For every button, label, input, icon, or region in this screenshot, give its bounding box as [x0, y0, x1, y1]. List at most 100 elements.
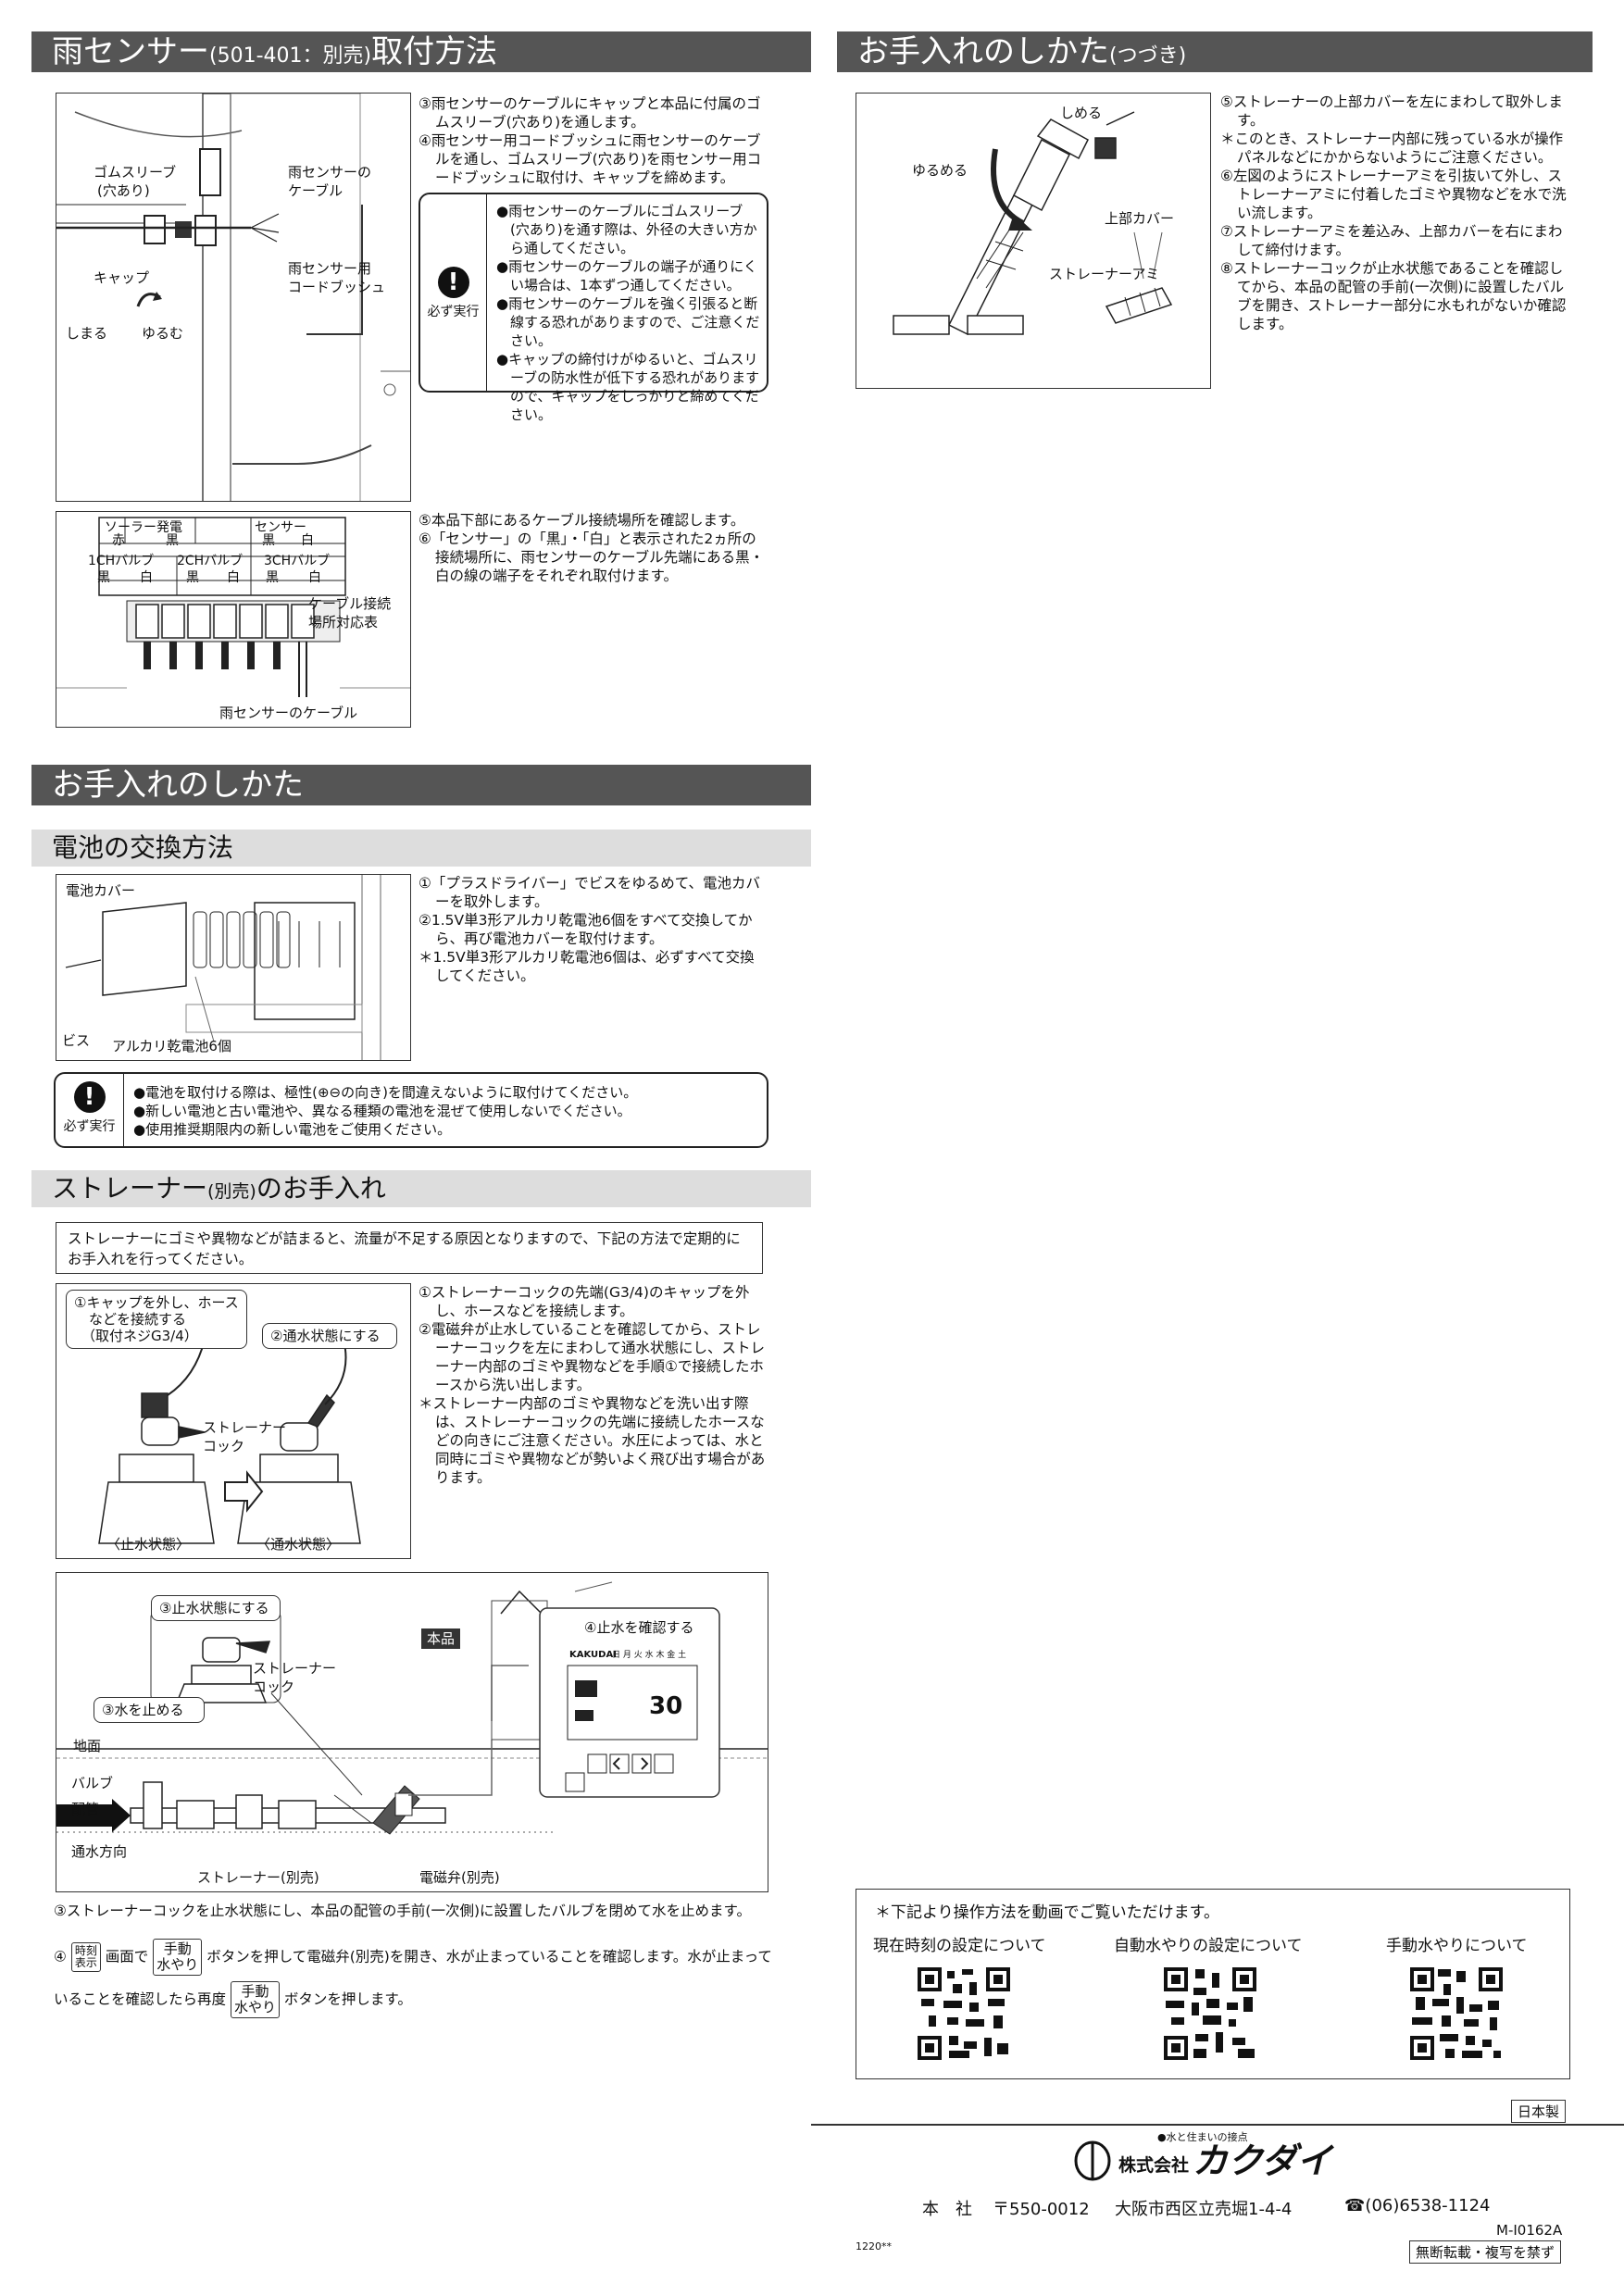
rain-steps-b: ⑤本品下部にあるケーブル接続場所を確認します。 ⑥「センサー」の「黒」・「白」と… [418, 511, 768, 585]
company-logo: 株式会社 カクダイ [1072, 2140, 1350, 2181]
time-display-button-icon: 時刻表示 [70, 1942, 101, 1972]
exclamation-icon: ! [73, 1081, 106, 1113]
step-2: ②1.5V単3形アルカリ乾電池6個をすべて交換してから、再び電池カバーを取付けま… [418, 912, 753, 947]
warning-item: ●雨センサーのケーブルを強く引張ると断線する恐れがありますので、ご注意ください。 [496, 295, 760, 349]
step-4-line-1: ④ 時刻表示 画面で 手動水やり ボタンを押して電磁弁(別売)を開き、水が止まっ… [54, 1939, 785, 1976]
battery-drawing [65, 875, 381, 1060]
step-6: ⑥「センサー」の「黒」・「白」と表示された2ヵ所の接続場所に、雨センサーのケーブ… [418, 530, 765, 584]
warning-item: ●新しい電池と古い電池や、異なる種類の電池を混ぜて使用しないでください。 [133, 1103, 631, 1119]
step-4: ④雨センサー用コードブッシュに雨センサーのケーブルを通し、ゴムスリーブ(穴あり)… [418, 132, 762, 186]
days-label: 日 月 火 水 木 金 土 [612, 1651, 687, 1660]
video-item-time: 現在時刻の設定について [873, 1937, 1046, 1955]
label-batteries: アルカリ乾電池6個 [112, 1038, 231, 1054]
cell-black: 黒 [262, 533, 275, 548]
note: ＊1.5V単3形アルカリ乾電池6個は、必ずすべて交換してください。 [418, 949, 755, 984]
qr-code-time[interactable] [916, 1965, 1012, 2062]
header-title-cont: (つづき) [1109, 44, 1187, 68]
right-steps: ⑤ストレーナーの上部カバーを左にまわして取外します。 ＊このとき、ストレーナー内… [1220, 93, 1572, 333]
step-text: ボタンを押して電磁弁(別売)を開き、水が止まっていることを確認します。水が止まっ… [206, 1948, 772, 1965]
step-num: ④ [54, 1948, 67, 1965]
step-2: ②電磁弁が止水していることを確認してから、ストレーナーコックを左にまわして通水状… [418, 1321, 766, 1393]
manual-water-button-icon: 手動水やり [230, 1981, 280, 2018]
qr-code-manual[interactable] [1408, 1965, 1505, 2062]
section-header-care-cont: お手入れのしかた(つづき) [837, 31, 1593, 72]
cell-black: 黒 [266, 570, 279, 585]
label-loosen: ゆるめる [912, 162, 968, 179]
header-title-part: お手入れのしかた [857, 33, 1109, 70]
label-strainer-mesh: ストレーナーアミ [1049, 266, 1160, 282]
label-pipe: 配管 [71, 1801, 100, 1817]
strainer-mesh-drawing [893, 111, 1173, 336]
label-bush-2: コードブッシュ [288, 279, 386, 295]
lcd-value: 30 [649, 1692, 683, 1720]
qr-code-icon [916, 1965, 1012, 2062]
cell-ch2: 2CHバルブ [177, 554, 244, 568]
label-cock: ストレーナー [253, 1660, 337, 1677]
warning-item: ●雨センサーのケーブルの端子が通りにくい場合は、1本ずつ通してください。 [496, 258, 757, 293]
battery-figure: 電池カバー ビス アルカリ乾電池6個 [56, 874, 411, 1061]
qr-code-auto[interactable] [1162, 1965, 1258, 2062]
label-cock-2: コック [253, 1678, 295, 1695]
callout-step2: ②通水状態にする [262, 1323, 397, 1349]
label-cock: ストレーナー [203, 1419, 287, 1436]
system-figure: ③止水状態にする ストレーナー コック 本品 ④止水を確認する KAKUDAI … [56, 1572, 768, 1892]
callout-text: ①キャップを外し、ホース [74, 1294, 239, 1311]
step-1: ①「プラスドライバー」でビスをゆるめて、電池カバーを取外します。 [418, 875, 761, 910]
footer-slogan: ●水と住まいの接点 [1157, 2131, 1248, 2143]
strainer-steps: ①ストレーナーコックの先端(G3/4)のキャップを外し、ホースなどを接続します。… [418, 1283, 768, 1487]
label-sensor-cable: 雨センサーのケーブル [219, 705, 358, 721]
step-text: ボタンを押します。 [283, 1990, 412, 2008]
label-battery-cover: 電池カバー [66, 882, 136, 899]
step-3: ③ストレーナーコックを止水状態にし、本品の配管の手前(一次側)に設置したバルブを… [54, 1903, 751, 1919]
header-title: お手入れのしかた [52, 767, 304, 804]
warning-box-rain: ! 必ず実行 ●雨センサーのケーブルにゴムスリーブ(穴あり)を通す際は、外径の大… [418, 193, 768, 423]
strainer-intro: ストレーナーにゴミや異物などが詰まると、流量が不足する原因となりますので、下記の… [56, 1222, 763, 1274]
note: ＊ストレーナー内部のゴミや異物などを洗い出す際は、ストレーナーコックの先端に接続… [418, 1395, 766, 1486]
warning-list: ●電池を取付ける際は、極性(⊕⊖の向き)を間違えないように取付けてください。 ●… [133, 1083, 763, 1139]
manual-water-button-icon: 手動水やり [153, 1939, 203, 1976]
step-7: ⑦ストレーナーアミを差込み、上部カバーを右にまわして締付けます。 [1220, 223, 1563, 258]
label-valve: バルブ [71, 1775, 114, 1791]
step-3: ③雨センサーのケーブルにキャップと本品に付属のゴムスリーブ(穴あり)を通します。 [418, 95, 761, 131]
note: ＊このとき、ストレーナー内部に残っている水が操作パネルなどにかからないようにご注… [1220, 131, 1564, 166]
cell-red: 赤 [112, 533, 125, 548]
warning-item: ●電池を取付ける際は、極性(⊕⊖の向き)を間違えないように取付けてください。 [133, 1084, 638, 1101]
warning-label: 必ず実行 [63, 1119, 116, 1134]
made-in-japan-badge: 日本製 [1511, 2100, 1567, 2123]
cell-white: 白 [301, 533, 314, 548]
rain-sensor-drawing [56, 94, 410, 501]
terminal-drawing [56, 517, 410, 697]
step-5: ⑤ストレーナーの上部カバーを左にまわして取外します。 [1220, 94, 1563, 129]
callout-stop-water: ③水を止める [94, 1697, 205, 1723]
subheader-strainer: ストレーナー(別売)のお手入れ [31, 1170, 811, 1207]
cell-white: 白 [308, 570, 321, 585]
label-open-state: 〈通水状態〉 [256, 1536, 341, 1553]
footer-address: 大阪市西区立売堀1-4-4 [1115, 2200, 1293, 2219]
warning-item: ●キャップの締付けがゆるいと、ゴムスリーブの防水性が低下する恐れがありますので、… [496, 351, 760, 423]
label-tighten: しまる [66, 325, 108, 342]
header-title-model: (501-401：別売) [209, 44, 372, 68]
warning-list: ●雨センサーのケーブルにゴムスリーブ(穴あり)を通す際は、外径の大きい方から通し… [496, 202, 761, 424]
cell-ch1: 1CHバルブ [88, 554, 155, 568]
qr-code-icon [1408, 1965, 1505, 2062]
cell-black: 黒 [166, 533, 179, 548]
battery-steps: ①「プラスドライバー」でビスをゆるめて、電池カバーを取外します。 ②1.5V単3… [418, 874, 768, 985]
label-sleeve: ゴムスリーブ [94, 164, 177, 181]
qr-code-icon [1162, 1965, 1258, 2062]
strainer-cock-drawing [98, 1339, 361, 1544]
video-item-manual: 手動水やりについて [1386, 1937, 1528, 1955]
subheader-title: 電池の交換方法 [52, 832, 234, 863]
footer-divider [811, 2124, 1624, 2126]
label-ground: 地面 [73, 1738, 102, 1754]
warning-icon-area: ! 必ず実行 [420, 194, 487, 391]
doc-date: 1220** [856, 2240, 892, 2252]
subheader-title-2: のお手入れ [256, 1173, 386, 1204]
video-box: ＊下記より操作方法を動画でご覧いただけます。 現在時刻の設定について 自動水やり… [856, 1889, 1570, 2079]
callout-step3: ③止水状態にする [151, 1595, 281, 1621]
warning-label: 必ず実行 [427, 305, 480, 319]
system-drawing [56, 1581, 768, 1835]
step-1: ①ストレーナーコックの先端(G3/4)のキャップを外し、ホースなどを接続します。 [418, 1284, 750, 1319]
footer-phone: ☎(06)6538-1124 [1344, 2196, 1491, 2215]
footer-hq: 本 社 [922, 2200, 972, 2219]
rain-steps-a: ③雨センサーのケーブルにキャップと本品に付属のゴムスリーブ(穴あり)を通します。… [418, 94, 768, 187]
